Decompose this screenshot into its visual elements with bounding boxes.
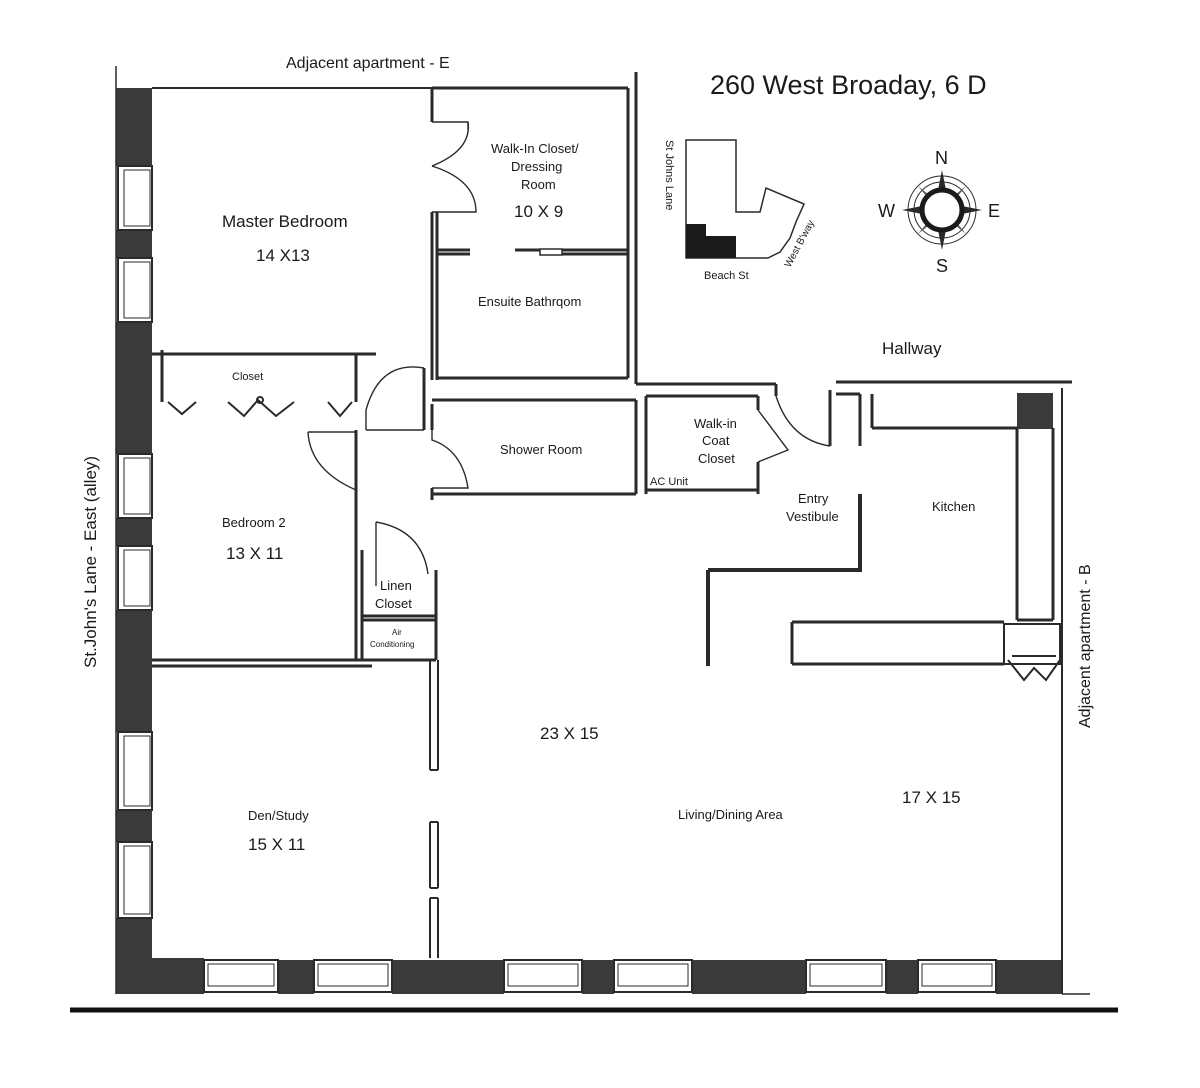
key-map-street-bottom: Beach St — [704, 270, 749, 282]
interior-walls — [152, 72, 1072, 958]
master-bedroom-name: Master Bedroom — [222, 212, 348, 231]
bedroom2-name: Bedroom 2 — [222, 515, 286, 530]
compass-w: W — [878, 201, 895, 221]
linen-closet-line2: Closet — [375, 596, 412, 611]
windows — [117, 165, 997, 993]
bedroom2-size: 13 X 11 — [226, 544, 283, 563]
bifold-doors — [167, 396, 353, 418]
walk-in-closet-line3: Room — [521, 177, 556, 192]
walk-in-closet-size: 10 X 9 — [514, 202, 563, 221]
page-title: 260 West Broaday, 6 D — [710, 70, 987, 100]
compass-n: N — [935, 148, 948, 168]
exterior-walls — [116, 88, 1062, 994]
walk-in-closet-line1: Walk-In Closet/ — [491, 141, 579, 156]
air-conditioning-line1: Air — [392, 628, 402, 637]
compass-rose: N S E W — [878, 148, 1000, 276]
closet-name: Closet — [232, 371, 263, 383]
kitchen-name: Kitchen — [932, 499, 975, 514]
den-study-name: Den/Study — [248, 808, 309, 823]
living-dining-name: Living/Dining Area — [678, 807, 784, 822]
key-map-street-left: St Johns Lane — [663, 140, 675, 210]
street-west-label: St.John's Lane - East (alley) — [81, 456, 100, 668]
compass-e: E — [988, 201, 1000, 221]
kitchen-appliance — [1003, 623, 1061, 682]
ac-unit-label: AC Unit — [650, 476, 688, 488]
doors — [307, 121, 831, 586]
den-study-size: 15 X 11 — [248, 835, 305, 854]
compass-s: S — [936, 256, 948, 276]
ensuite-bathroom-name: Ensuite Bathrqom — [478, 294, 581, 309]
master-bedroom-size: 14 X13 — [256, 246, 310, 265]
entry-vestibule-line2: Vestibule — [786, 509, 839, 524]
shower-room-name: Shower Room — [500, 442, 582, 457]
dining-size: 17 X 15 — [902, 788, 961, 807]
adjacent-east-label: Adjacent apartment - B — [1077, 564, 1094, 728]
linen-closet-line1: Linen — [380, 578, 412, 593]
entry-vestibule-line1: Entry — [798, 491, 829, 506]
air-conditioning-line2: Conditioning — [370, 640, 414, 649]
coat-closet-line3: Closet — [698, 451, 735, 466]
hallway-label: Hallway — [882, 339, 942, 358]
key-map: St Johns Lane Beach St West B'way — [663, 139, 817, 282]
living-area-size: 23 X 15 — [540, 724, 599, 743]
coat-closet-line1: Walk-in — [694, 416, 737, 431]
coat-closet-line2: Coat — [702, 433, 730, 448]
adjacent-north-label: Adjacent apartment - E — [286, 55, 450, 72]
walk-in-closet-line2: Dressing — [511, 159, 562, 174]
